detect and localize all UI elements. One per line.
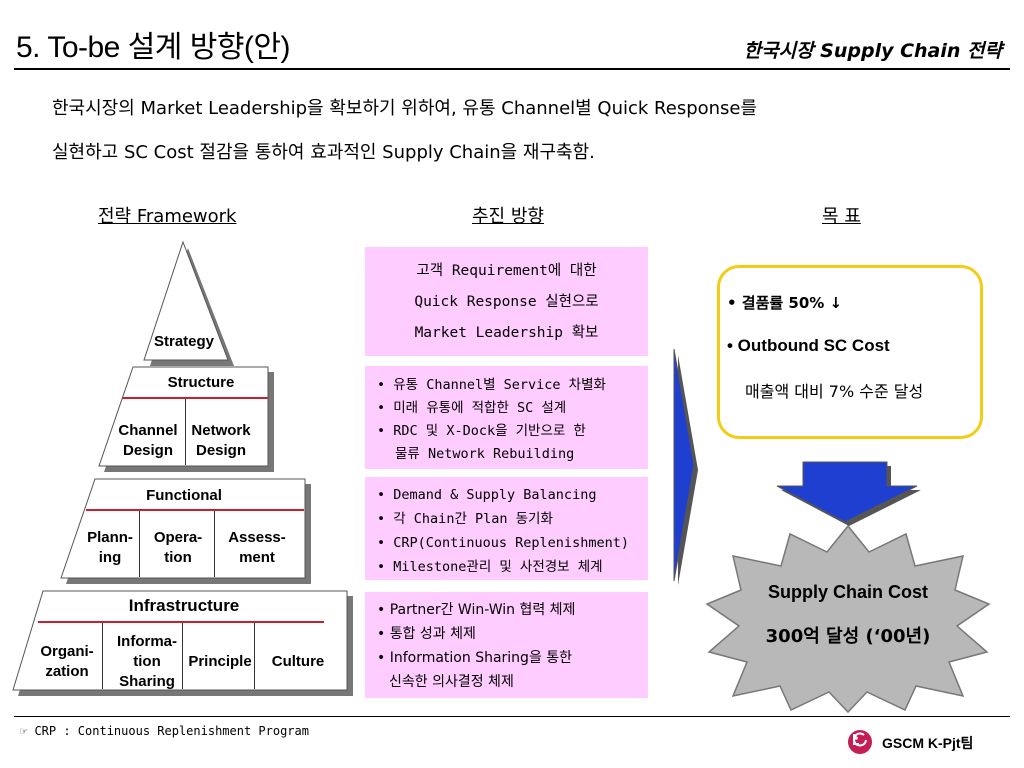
page-title: 5. To-be 설계 방향(안) [16, 31, 291, 64]
strategy-pyramid: Strategy Structure Channel Design Networ… [0, 236, 360, 706]
infrastructure-item-information-sharing: Informa-tion Sharing [117, 633, 177, 690]
functional-item-planning: Plann-ing [87, 529, 133, 566]
column-direction: 추진 방향 [472, 206, 544, 227]
tier-infrastructure-title: Infrastructure [128, 596, 240, 615]
infrastructure-item-organization: Organi-zation [40, 643, 94, 680]
functional-separator-1 [139, 511, 140, 577]
tier-strategy-label: Strategy [153, 333, 215, 350]
arrow-down-icon [776, 461, 921, 526]
direction-box-infrastructure: • Partner간 Win-Win 협력 체제 • 통합 성과 체제 • In… [365, 592, 648, 698]
direction-box3-item-3: • CRP(Continuous Replenishment) [377, 535, 629, 551]
infrastructure-item-culture: Culture [271, 653, 325, 670]
goal-cost-title: Supply Chain Cost [767, 582, 928, 602]
starburst-badge [705, 524, 991, 714]
direction-box-structure: • 유통 Channel별 Service 차별화 • 미래 유통에 적합한 S… [365, 366, 648, 469]
direction-box1-line1: 고객 Requirement에 대한 [416, 263, 597, 279]
direction-box3-item-4: • Milestone관리 및 사전경보 체계 [377, 559, 603, 575]
tier-structure-title: Structure [167, 374, 235, 391]
direction-box1-line2: Quick Response 실현으로 [414, 294, 599, 310]
structure-divider [122, 397, 268, 399]
direction-box4-item-2: • 통합 성과 체제 [377, 626, 476, 642]
direction-box4-item-4: 신속한 의사결정 체제 [389, 674, 514, 690]
infrastructure-item-principle: Principle [188, 653, 252, 670]
direction-box3-item-2: • 각 Chain간 Plan 동기화 [377, 511, 553, 527]
structure-item-network-design: Network Design [191, 422, 251, 459]
intro-line-1: 한국시장의 Market Leadership을 확보하기 위하여, 유통 Ch… [52, 98, 758, 119]
infrastructure-separator-1 [102, 623, 103, 689]
direction-box2-item-2: • 미래 유통에 적합한 SC 설계 [377, 400, 567, 416]
footer-rule [14, 716, 1010, 717]
functional-item-operation: Opera-tion [153, 529, 203, 566]
page-subtitle: 한국시장 Supply Chain 전략 [743, 40, 1002, 62]
direction-box1-line3: Market Leadership 확보 [414, 325, 599, 341]
footer-brand: GSCM K-Pjt팀 [882, 735, 974, 751]
structure-separator [185, 399, 186, 465]
goal-stockout: • 결품률 50% ↓ [727, 294, 843, 312]
direction-box4-item-3: • Information Sharing을 통한 [377, 650, 573, 666]
direction-box2-item-4: 물류 Network Rebuilding [395, 446, 575, 462]
tier-functional-title: Functional [146, 487, 222, 504]
direction-box2-item-1: • 유통 Channel별 Service 차별화 [377, 377, 606, 393]
functional-divider [86, 509, 304, 511]
intro-line-2: 실현하고 SC Cost 절감을 통하여 효과적인 Supply Chain을 … [52, 142, 595, 163]
direction-box-functional: • Demand & Supply Balancing • 각 Chain간 P… [365, 477, 648, 580]
infrastructure-separator-3 [254, 623, 255, 689]
header-rule [14, 68, 1010, 70]
footer-note: ☞ CRP : Continuous Replenishment Program [20, 724, 309, 738]
chevron-right-arrow-icon [673, 348, 698, 585]
functional-item-assessment: Assess-ment [228, 529, 286, 566]
goal-box [717, 265, 983, 439]
goal-cost-value: 300억 달성 (‘00년) [765, 626, 931, 647]
structure-item-channel-design: Channel Design [118, 422, 178, 459]
infrastructure-divider [38, 621, 324, 623]
column-framework: 전략 Framework [98, 206, 237, 227]
direction-box-market-leadership: 고객 Requirement에 대한 Quick Response 실현으로 M… [365, 247, 648, 356]
lg-logo-icon [848, 730, 872, 754]
goal-outbound-cost: • Outbound SC Cost [727, 336, 890, 355]
column-goal: 목 표 [822, 206, 861, 227]
infrastructure-separator-2 [182, 623, 183, 689]
direction-box4-item-1: • Partner간 Win-Win 협력 체제 [377, 602, 576, 618]
goal-sales-ratio: 매출액 대비 7% 수준 달성 [745, 382, 924, 401]
direction-box2-item-3: • RDC 및 X-Dock을 기반으로 한 [377, 423, 586, 439]
functional-separator-2 [214, 511, 215, 577]
strategy-triangle [143, 240, 234, 366]
direction-box3-item-1: • Demand & Supply Balancing [377, 487, 597, 503]
